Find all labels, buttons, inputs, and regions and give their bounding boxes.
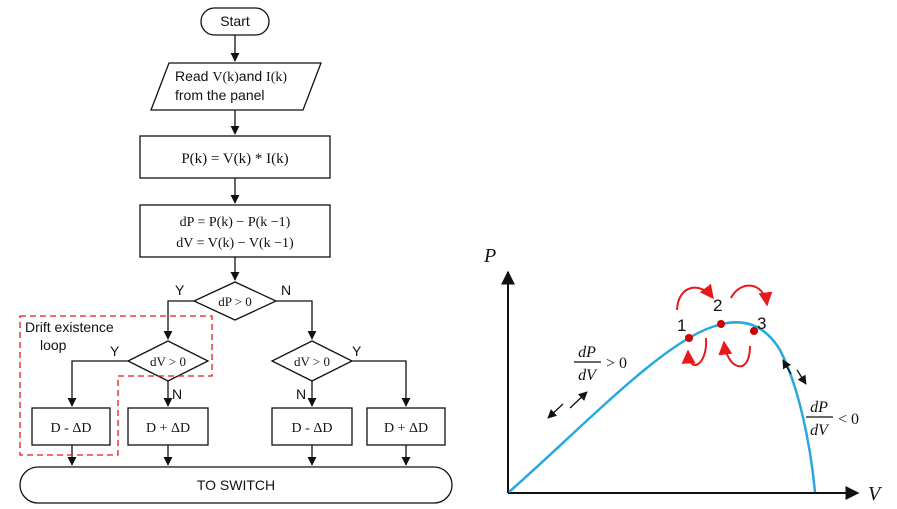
- duty-box-1-label: D - ΔD: [51, 421, 92, 436]
- branch-label-n1: N: [281, 282, 291, 298]
- operating-point-3: [750, 327, 758, 335]
- delta-calc-box: [139, 204, 331, 258]
- drift-label-line-1: Drift existence: [25, 319, 114, 335]
- power-equation: P(k) = V(k) * I(k): [181, 151, 288, 167]
- slope-neg-rel: < 0: [838, 411, 859, 428]
- to-switch-label: TO SWITCH: [197, 477, 275, 493]
- drift-loop-outline: [19, 315, 213, 456]
- branch-label-y1: Y: [175, 282, 185, 298]
- operating-point-2: [717, 320, 725, 328]
- decision-dp-diamond: [192, 281, 278, 321]
- slope-positive-annotation: dP dV > 0: [574, 344, 627, 384]
- slope-pos-rel: > 0: [606, 355, 627, 372]
- dv-equation: dV = V(k) − V(k −1): [176, 236, 294, 251]
- y-axis-label: P: [483, 245, 496, 267]
- start-label: Start: [220, 13, 250, 29]
- operating-point-1: [685, 334, 693, 342]
- decision-dv-left-label: dV > 0: [150, 354, 186, 369]
- oscillation-arrow-top-left: [676, 283, 714, 311]
- slope-arrow-right-down: [796, 369, 807, 385]
- duty-box-3-label: D - ΔD: [292, 421, 333, 436]
- branch-label-n3: N: [296, 386, 306, 402]
- branch-label-y2: Y: [110, 343, 120, 359]
- slope-arrow-left-down: [547, 403, 564, 419]
- slope-negative-annotation: dP dV < 0: [806, 399, 859, 439]
- x-axis-label: V: [868, 483, 883, 505]
- duty-box-2-label: D + ΔD: [146, 421, 190, 436]
- duty-box-4-label: D + ΔD: [384, 421, 428, 436]
- branch-label-y3: Y: [352, 343, 362, 359]
- drift-label-line-2: loop: [40, 337, 67, 353]
- slope-arrow-left-up: [569, 391, 588, 409]
- slope-arrow-right-up: [782, 359, 792, 375]
- flowchart: [19, 7, 453, 504]
- decision-dv-right-label: dV > 0: [294, 354, 330, 369]
- point-1-label: 1: [677, 316, 686, 335]
- pv-curve-line: [508, 321, 817, 493]
- read-input-shape: [150, 62, 322, 111]
- branch-label-n2: N: [172, 386, 182, 402]
- decision-dp-label: dP > 0: [218, 294, 252, 309]
- read-line-2: from the panel: [175, 87, 265, 103]
- slope-pos-den: dV: [578, 367, 598, 384]
- power-calc-box: [139, 135, 331, 179]
- pv-curve-diagram: P V 1 2 3 dP dV > 0: [483, 245, 883, 505]
- slope-neg-den: dV: [810, 422, 830, 439]
- to-switch-terminator: [19, 466, 453, 504]
- oscillation-arrow-bottom-right: [718, 340, 751, 368]
- oscillation-arrow-top-right: [730, 284, 773, 307]
- slope-pos-num: dP: [578, 344, 596, 361]
- read-line-1: Read V(k)and I(k): [175, 68, 287, 85]
- slope-neg-num: dP: [810, 399, 828, 416]
- duty-box-4: [366, 407, 446, 446]
- point-3-label: 3: [757, 314, 766, 333]
- duty-box-1: [31, 407, 111, 446]
- oscillation-arrow-bottom-left: [681, 337, 708, 366]
- point-2-label: 2: [713, 296, 722, 315]
- dp-equation: dP = P(k) − P(k −1): [180, 215, 291, 230]
